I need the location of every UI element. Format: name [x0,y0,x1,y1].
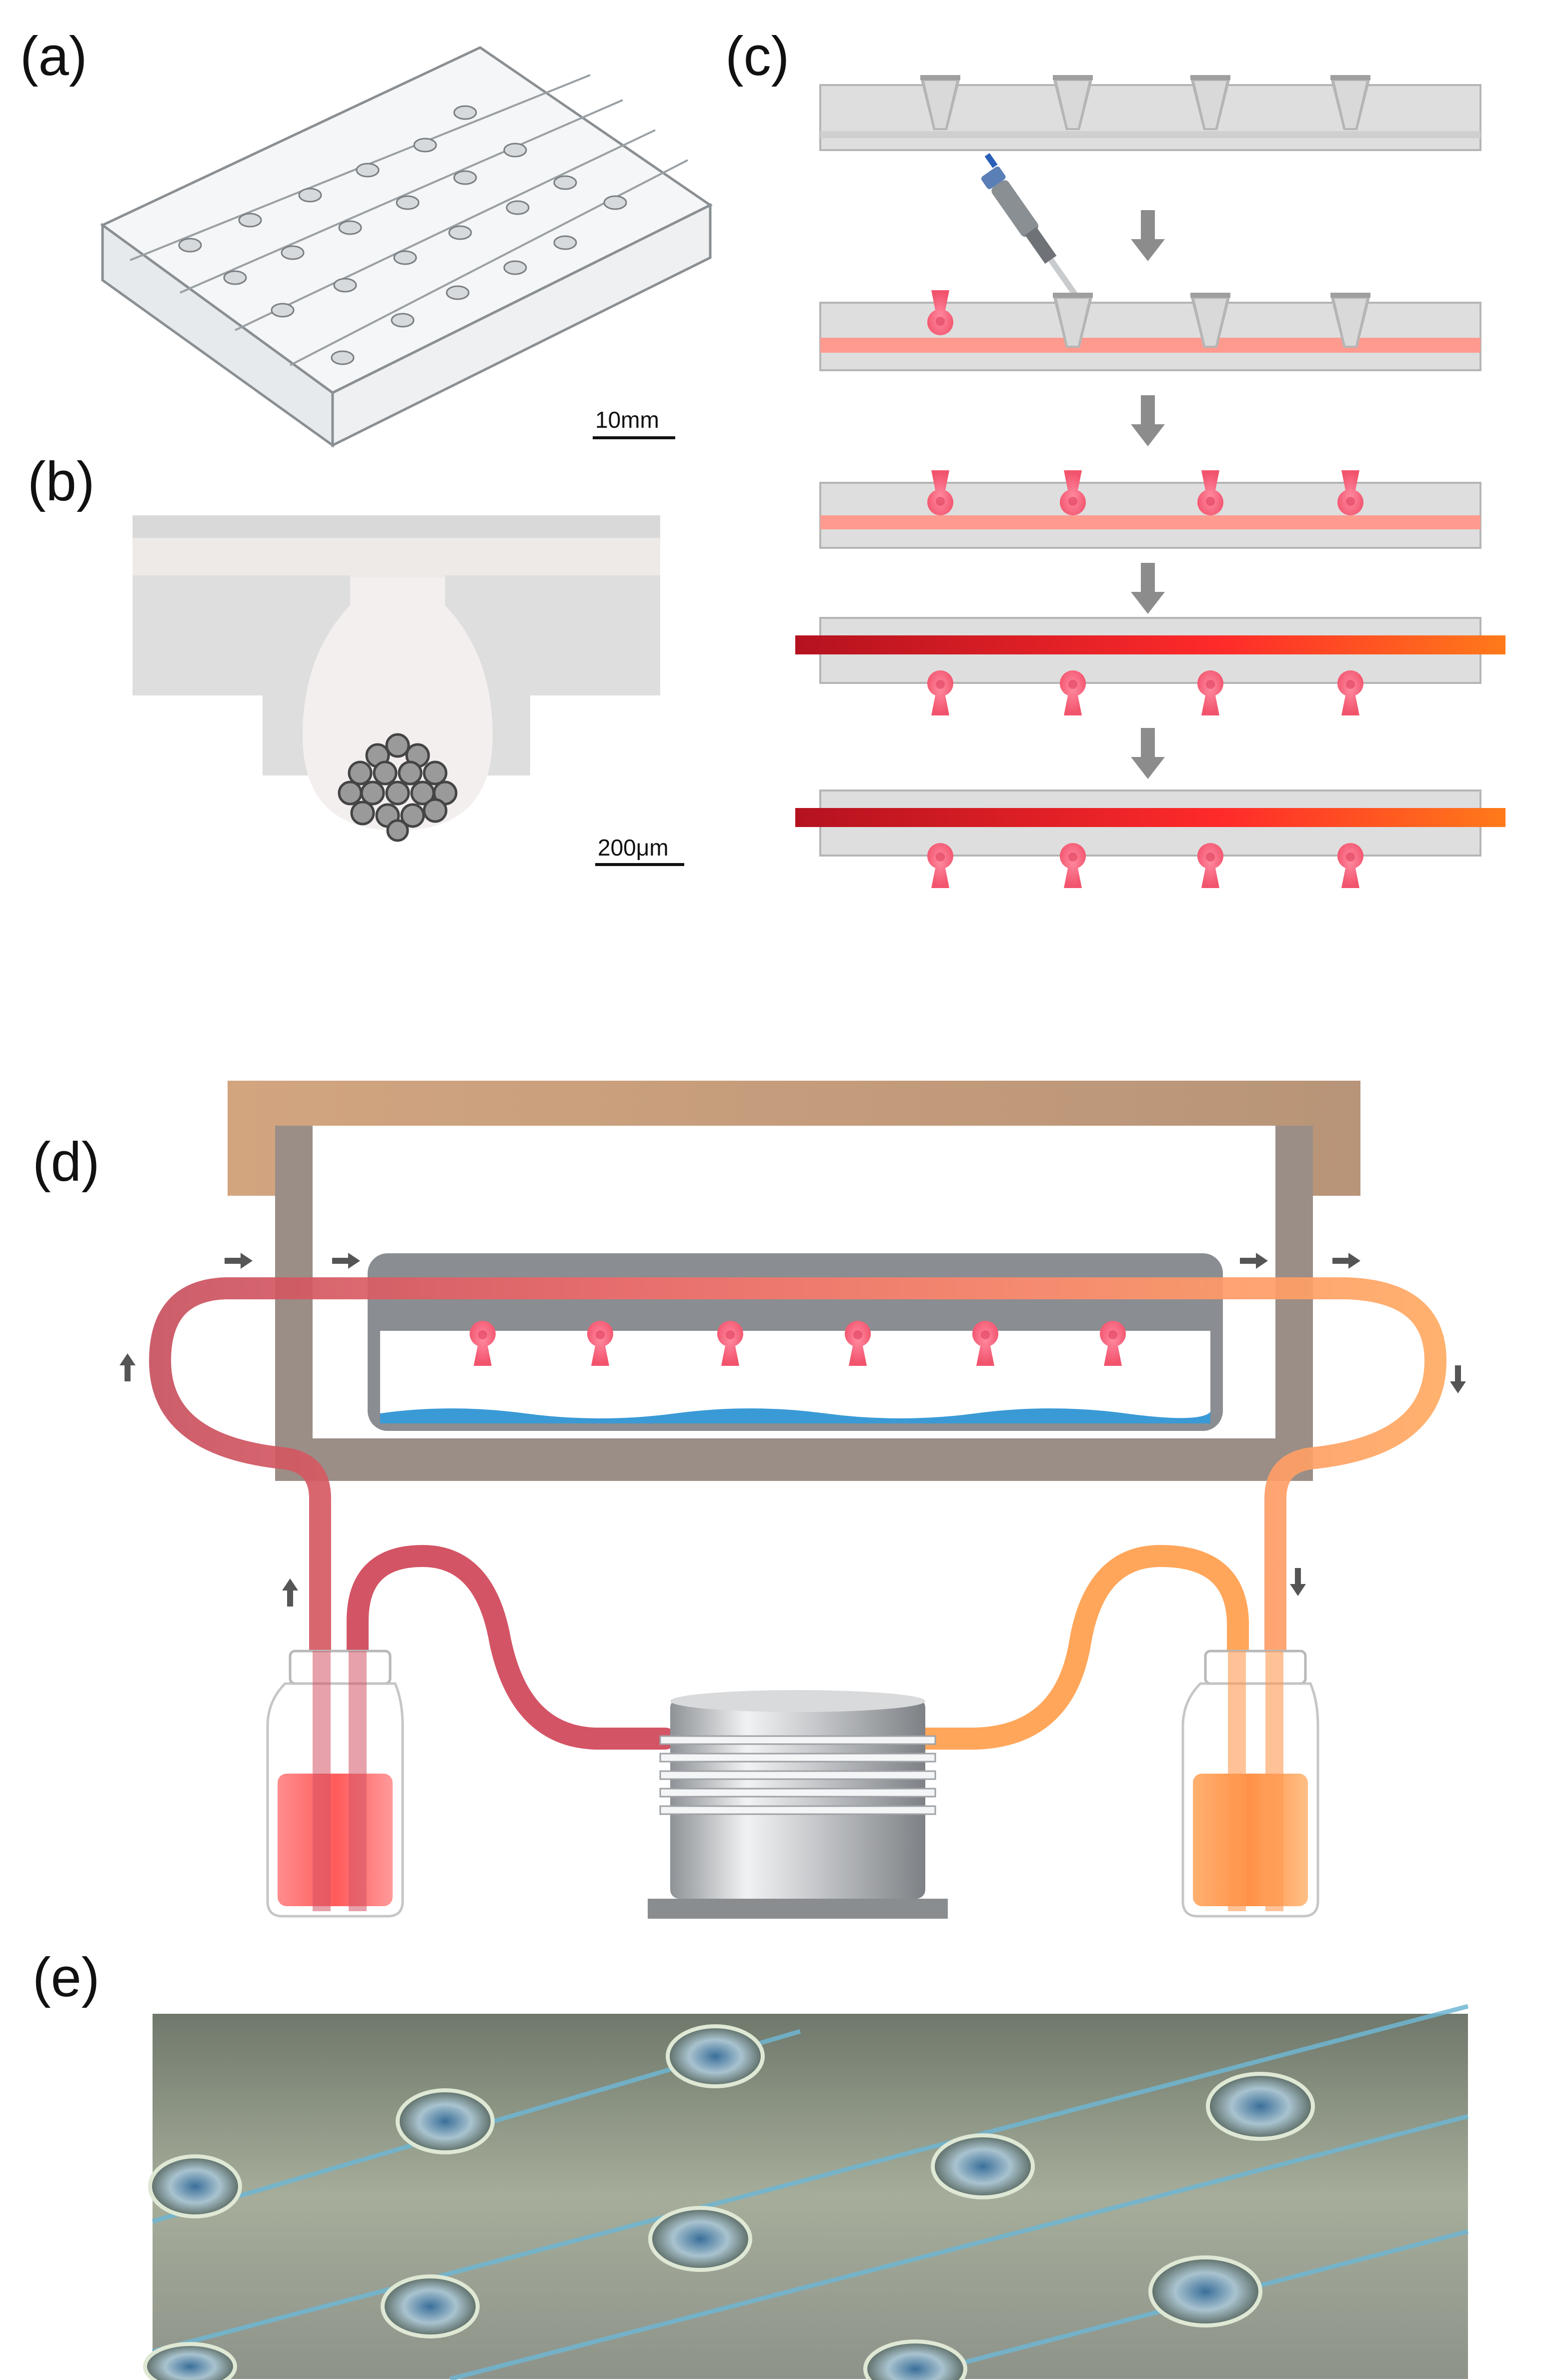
scale-bar-a: 10mm [593,407,675,439]
holder-frame [275,1126,1313,1481]
flow-arrow-icon [1450,1365,1466,1393]
tubing-loop-inner [347,1544,676,1750]
pipette-icon [981,153,1085,307]
scale-bar-b: 200μm [595,835,684,866]
flow-arrow-icon [282,1578,298,1607]
flow-arrow-icon [1332,1253,1360,1269]
panel-label-d: (d) [33,1131,100,1193]
step-2-first-well-loaded [819,290,1481,371]
photo-wells [143,2024,1315,2380]
tubing-loop [149,1277,1447,1672]
panel-b-well-cross-section [133,515,660,842]
step-5-spheroid-culture [795,789,1505,888]
flow-arrow-icon [1290,1568,1306,1596]
arrow-down-3 [1131,563,1165,614]
flow-arrow-icon [120,1353,136,1381]
tubing-return-inner [909,1544,1249,1750]
panel-e-photograph [143,2004,1469,2380]
panel-label-c: (c) [725,26,789,87]
pump-icon [648,1690,948,1919]
step-3-all-wells-loaded [819,470,1481,549]
flow-arrow-icon [225,1253,253,1269]
step-1-empty-chip [819,75,1481,151]
humidifier-water [380,1408,1210,1423]
panel-label-b: (b) [28,451,95,512]
arrow-down-1 [1131,210,1165,261]
reservoir-bottle-icon [1181,1650,1319,1918]
arrow-down-2 [1131,395,1165,446]
reservoir-bottle-icon [266,1650,404,1918]
panel-a-chip-isometric [100,46,713,448]
svg-text:10mm: 10mm [595,407,659,433]
svg-text:200μm: 200μm [598,835,669,861]
step-4-inverted-perfusion [795,617,1505,715]
arrow-down-4 [1131,728,1165,779]
panel-label-e: (e) [33,1947,100,2008]
panel-c-sequence [795,75,1505,888]
panel-d-perfusion-system [120,1081,1466,1919]
panel-label-a: (a) [20,26,87,87]
spheroid-cells [338,733,458,842]
